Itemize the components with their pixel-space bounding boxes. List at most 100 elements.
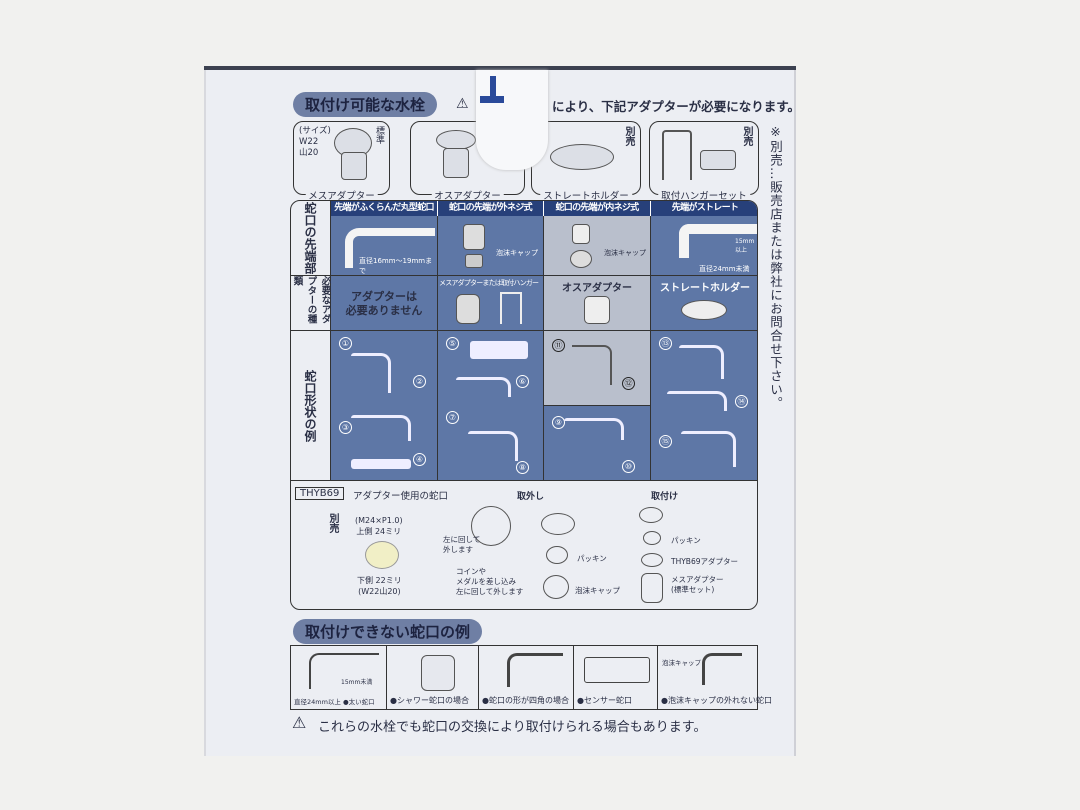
model-label: THYB69: [295, 487, 345, 500]
cap-note: 泡沫キャップ: [604, 249, 646, 257]
row-header-examples: 蛇口形状の例: [291, 331, 331, 481]
thyb-adapter-small-image: [641, 553, 663, 567]
cap-label: 泡沫キャップ: [575, 586, 620, 595]
square-faucet-image: [507, 653, 563, 687]
hanger-image: [500, 292, 522, 324]
faucet-table: 蛇口の先端部 必要なアダプターの種類 蛇口形状の例 先端がふくらんだ丸型蛇口 蛇…: [290, 200, 758, 610]
examples-col2: ⑤ ⑥ ⑦ ⑧: [438, 331, 544, 481]
adapter-male-cell: オスアダプター: [544, 276, 651, 331]
adapter-hanger-set: 別売 取付ハンガーセット: [649, 121, 759, 202]
straight-faucet-image: [679, 224, 757, 258]
adapter-label: 取付ハンガーセット: [658, 188, 750, 202]
packing-label: パッキン: [577, 554, 607, 563]
faucet-image: [463, 224, 485, 250]
cannot-fixed-cap: 泡沫キャップ ●泡沫キャップの外れない蛇口: [658, 645, 772, 709]
tape-mark: [480, 96, 504, 103]
thyb-adapter-image: [365, 541, 399, 569]
cannot-label: 直径24mm以上 ●太い蛇口: [294, 696, 375, 706]
standard-tag: 標準: [374, 126, 384, 144]
example-number: ⑩: [622, 460, 635, 473]
adapter-none: アダプターは 必要ありません: [331, 276, 438, 331]
example-number: ⑤: [446, 337, 459, 350]
example-number: ⑫: [622, 377, 635, 390]
faucet-image: [564, 418, 624, 440]
diameter-note: 直径24mm以上: [294, 698, 341, 706]
cannot-sensor: ●センサー蛇口: [574, 645, 658, 709]
faucet-image: [667, 391, 727, 411]
size-y: 山20: [299, 148, 319, 158]
example-number: ①: [339, 337, 352, 350]
cannot-install-row: [290, 645, 758, 710]
female-adapter-body: [341, 152, 367, 180]
cap-image: [465, 254, 483, 268]
thick-faucet-image: [309, 653, 379, 689]
installable-heading: 取付け可能な水栓: [293, 92, 438, 117]
holder-image: [681, 300, 727, 320]
spec-thread: (M24×P1.0): [355, 516, 403, 525]
adapter-notice: により、下記アダプターが必要になります。: [552, 99, 801, 114]
adapter-text: ストレートホルダー: [660, 283, 750, 294]
cap-note: 泡沫キャップ: [496, 249, 538, 257]
cannot-label: ●シャワー蛇口の場合: [390, 696, 469, 705]
col-header: 蛇口の先端が内ネジ式: [544, 201, 651, 216]
remove-title: 取外し: [517, 492, 545, 502]
cannot-label-text: ●太い蛇口: [343, 698, 375, 706]
faucet-image: [679, 345, 724, 379]
size-label: (サイズ): [299, 126, 331, 136]
spec-size: (W22山20): [358, 587, 401, 596]
warning-triangle-icon: ⚠: [456, 96, 469, 112]
adapter-label: メスアダプター: [305, 188, 378, 202]
remove-image: [471, 506, 511, 546]
example-number: ⑭: [735, 395, 748, 408]
spec-lower: 下側 22ミリ: [357, 576, 402, 585]
adapter-straight-holder: 別売 ストレートホルダー: [531, 121, 641, 202]
adapter-female-or-hanger: メスアダプターまたは取付ハンガー: [438, 276, 544, 331]
thyb-adapter-label: THYB69アダプター: [671, 557, 738, 566]
sensor-faucet-image: [584, 657, 650, 683]
attach-faucet-image: [639, 507, 663, 523]
tip-inner-thread: 泡沫キャップ: [544, 216, 651, 276]
turn-left-note: 左に回して 外します: [443, 535, 481, 554]
height-note: 15mm以上: [735, 238, 755, 254]
sticker-tape: [476, 70, 548, 170]
female-adapter-image: [641, 573, 663, 603]
hanger-image: [662, 130, 692, 180]
examples-col4: ⑬ ⑭ ⑮: [651, 331, 757, 481]
adapter-text: メスアダプターまたは取付ハンガー: [439, 279, 539, 287]
example-number: ⑮: [659, 435, 672, 448]
cannot-label: ●泡沫キャップの外れない蛇口: [661, 696, 772, 705]
adapter-straight-cell: ストレートホルダー: [651, 276, 757, 331]
faucet-image: [468, 431, 518, 461]
faucet-image: [456, 377, 511, 397]
cannot-shower: ●シャワー蛇口の場合: [387, 645, 479, 709]
faucet-image: [572, 224, 590, 244]
cap-removed-image: [541, 513, 575, 535]
col-header: 蛇口の先端が外ネジ式: [438, 201, 544, 216]
cap-image: [570, 250, 592, 268]
faucet-image: [351, 415, 411, 441]
warning-icon: ⚠: [292, 713, 307, 732]
example-number: ⑦: [446, 411, 459, 424]
col-header: 先端がふくらんだ丸型蛇口: [331, 201, 438, 216]
adapter-female: (サイズ) W22 山20 標準 メスアダプター: [293, 121, 390, 202]
sold-separately: 別売: [327, 513, 338, 533]
example-number: ⑧: [516, 461, 529, 474]
round-faucet-image: [345, 228, 435, 268]
packing-image: [546, 546, 568, 564]
height-note: 15mm未満: [341, 679, 373, 686]
adapter-text: オスアダプター: [562, 283, 632, 294]
thyb-spec-bottom: 下側 22ミリ (W22山20): [357, 575, 402, 597]
faucet-image: [572, 345, 612, 385]
example-number: ⑥: [516, 375, 529, 388]
female-adapter-label: メスアダプター (標準セット): [671, 575, 724, 594]
male-adapter-body: [443, 148, 469, 178]
sold-separately-tag: 別売: [741, 126, 752, 146]
tip-outer-thread: 泡沫キャップ: [438, 216, 544, 276]
cannot-thick: 15mm未満 直径24mm以上 ●太い蛇口: [291, 645, 387, 709]
example-number: ⑪: [552, 339, 565, 352]
faucet-image: [351, 459, 411, 469]
cannot-square: ●蛇口の形が四角の場合: [479, 645, 574, 709]
example-number: ⑬: [659, 337, 672, 350]
adapter-none-text: アダプターは 必要ありません: [345, 290, 423, 317]
shower-faucet-image: [421, 655, 455, 691]
